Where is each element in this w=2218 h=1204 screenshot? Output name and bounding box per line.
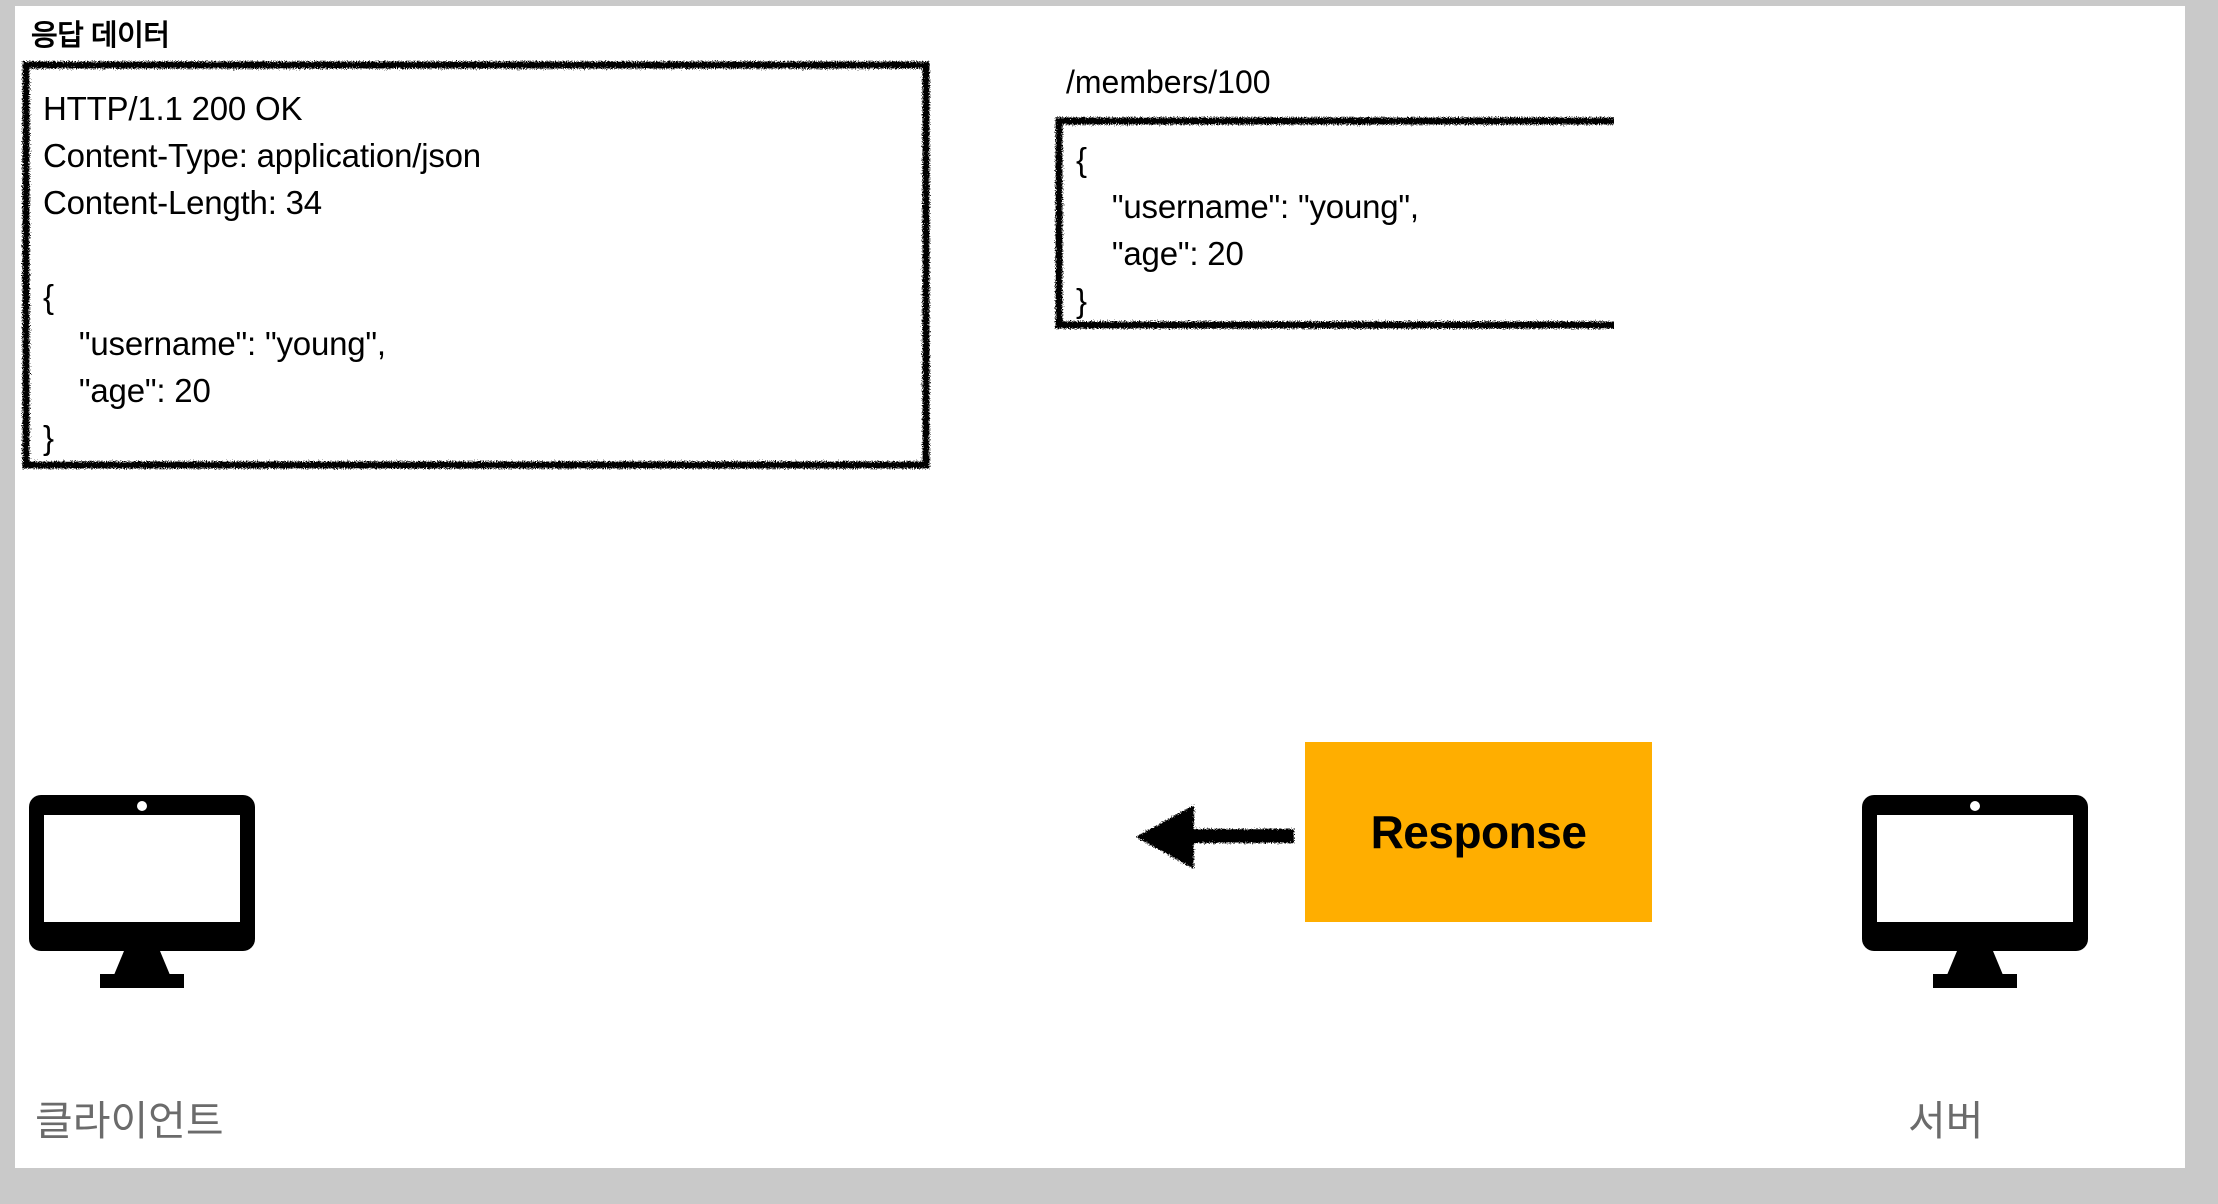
slide-page: 응답 데이터 HTTP/1.1 200 OK Content-Type: app… bbox=[15, 6, 2185, 1168]
monitor-icon bbox=[1860, 793, 2090, 988]
server-label: 서버 bbox=[1908, 1098, 1984, 1144]
arrow-left-icon bbox=[1128, 791, 1308, 881]
connection-line bbox=[247, 934, 1875, 952]
json-payload-box: { "username": "young", "age": 20 } bbox=[1054, 116, 1614, 330]
client-label: 클라이언트 bbox=[35, 1098, 224, 1144]
monitor-icon bbox=[27, 793, 257, 988]
response-flow-label: Response bbox=[1305, 742, 1652, 922]
monitor-icon-glyph bbox=[29, 795, 255, 988]
monitor-icon-glyph bbox=[1862, 795, 2088, 988]
response-flow-label-text: Response bbox=[1370, 806, 1587, 858]
http-response-text: HTTP/1.1 200 OK Content-Type: applicatio… bbox=[43, 90, 481, 456]
json-payload-text: { "username": "young", "age": 20 } bbox=[1076, 141, 1419, 319]
arrow-left-icon-glyph bbox=[1136, 805, 1294, 869]
http-response-box: HTTP/1.1 200 OK Content-Type: applicatio… bbox=[21, 60, 931, 470]
connection-line-glyph bbox=[247, 939, 1875, 947]
resource-path-label: /members/100 bbox=[1066, 64, 1271, 100]
page-title: 응답 데이터 bbox=[31, 20, 170, 52]
